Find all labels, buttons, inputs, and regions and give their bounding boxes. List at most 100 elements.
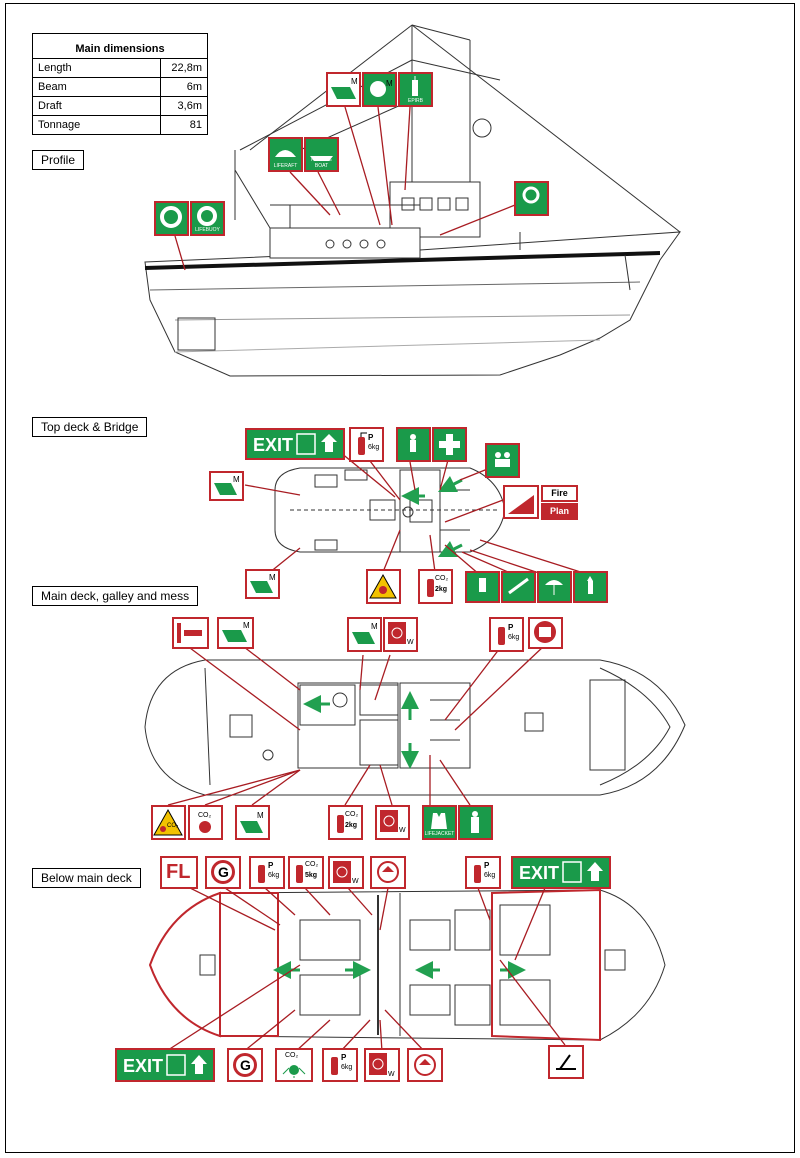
immersion-suit-icon <box>410 434 416 452</box>
muster-station-icon: M <box>250 573 276 593</box>
section-label-below-deck: Below main deck <box>32 868 141 888</box>
lifejacket-sign: LIFEJACKET <box>422 805 457 840</box>
fire-extinguisher-sign: P 6kg <box>349 427 384 462</box>
muster-station-sign: M <box>217 617 254 649</box>
extinguisher-type: P <box>268 861 274 870</box>
assembly-sign <box>485 443 520 478</box>
co2-warning-sign: CO₂ <box>151 805 186 840</box>
fire-pump-icon <box>377 861 399 883</box>
rescue-boat-sign: RESCUE BOAT <box>304 137 339 172</box>
co2-warning-icon: CO₂ <box>153 808 183 836</box>
svg-text:M: M <box>257 811 264 820</box>
co2-label: CO₂ <box>285 1052 299 1059</box>
section-label-main-deck: Main deck, galley and mess <box>32 586 199 606</box>
emergency-hatch-sign <box>548 1045 584 1079</box>
extinguisher-weight: 2kg <box>435 586 448 593</box>
main-dimensions-table: Main dimensions Length 22,8m Beam 6m Dra… <box>32 33 208 135</box>
lifebuoy-light-sign <box>514 181 549 216</box>
dimension-value: 6m <box>160 77 208 97</box>
immersion-suit-sign <box>396 427 431 462</box>
leader-lines <box>164 106 591 1053</box>
hazard-warning-sign <box>366 569 401 604</box>
life-raft-hydrostatic-sign: M <box>362 72 397 107</box>
muster-station-icon: M <box>222 621 250 642</box>
fire-extinguisher-sign: P 6kg <box>322 1048 358 1082</box>
hand-flare-icon <box>587 576 593 594</box>
fire-hose-icon: W <box>333 861 359 885</box>
fire-extinguisher-icon <box>258 865 265 883</box>
svg-text:W: W <box>388 1071 395 1078</box>
fire-extinguisher-sign: P 6kg <box>249 856 285 889</box>
extinguisher-weight: 6kg <box>508 634 520 641</box>
g-label: G <box>240 1057 251 1073</box>
muster-station-icon: M <box>352 622 378 644</box>
muster-station-sign: M <box>235 805 270 840</box>
fire-hose-icon: W <box>388 622 414 646</box>
extinguisher-weight: 6kg <box>268 872 280 879</box>
rescue-boat-label: RESCUE BOAT <box>311 157 332 169</box>
muster-station-sign: M <box>209 471 244 501</box>
warning-triangle-icon <box>369 573 397 599</box>
co2-extinguisher-sign: CO₂ 2kg <box>418 569 453 604</box>
liferaft-label: LIFERAFT <box>273 163 298 169</box>
lifebuoy-icon <box>160 206 182 228</box>
g-circle-icon <box>211 860 235 884</box>
fire-hose-sign: W <box>375 805 410 840</box>
hand-flare-sign <box>573 571 608 603</box>
fire-hose-sign: W <box>364 1048 400 1082</box>
dimension-row-tonnage: Tonnage 81 <box>32 115 208 135</box>
below-deck-drawing <box>149 889 666 1041</box>
dimension-label: Length <box>32 58 161 78</box>
g-sign: G <box>205 856 241 889</box>
running-man-arrow-icon <box>166 1054 207 1076</box>
extinguisher-type: CO₂ <box>435 575 449 582</box>
extinguisher-weight: 6kg <box>341 1064 353 1071</box>
extinguisher-weight: 6kg <box>484 872 496 879</box>
line-throwing-icon <box>508 577 529 595</box>
parachute-icon <box>545 580 563 595</box>
running-man-arrow-icon <box>296 433 337 455</box>
raft-release-icon: M <box>370 79 393 97</box>
lifebuoy-light-icon <box>522 186 540 204</box>
epirb-label: EPIRB <box>407 98 423 104</box>
liferaft-icon <box>275 150 296 157</box>
liferaft-sign: LIFERAFT <box>268 137 303 172</box>
exit-sign: EXIT <box>511 856 611 889</box>
co2-release-sign: CO₂ <box>188 805 223 840</box>
section-label-profile: Profile <box>32 150 85 170</box>
section-label-top-deck: Top deck & Bridge <box>32 417 148 437</box>
fl-sign: FL <box>160 856 198 889</box>
svg-text:CO₂: CO₂ <box>198 812 212 819</box>
fire-extinguisher-sign: P 6kg <box>465 856 501 889</box>
svg-text:M: M <box>233 475 240 484</box>
fire-pump-sign <box>407 1048 443 1082</box>
profile-drawing <box>144 24 682 377</box>
fire-plan-icon <box>508 495 534 514</box>
svg-text:W: W <box>399 827 406 834</box>
fire-hose-icon: W <box>369 1053 395 1078</box>
extinguisher-type: CO₂ <box>305 861 319 868</box>
fire-pump-sign <box>370 856 406 889</box>
fire-damper-sign <box>528 617 563 649</box>
extinguisher-type: P <box>341 1053 347 1062</box>
fire-extinguisher-icon <box>427 579 434 597</box>
lifebuoy-sign: LIFEBUOY <box>190 201 225 236</box>
svg-text:M: M <box>371 622 378 631</box>
fire-extinguisher-icon <box>474 865 481 883</box>
exit-label: EXIT <box>253 435 294 455</box>
svg-text:CO₂: CO₂ <box>167 823 179 829</box>
dimension-row-draft: Draft 3,6m <box>32 96 208 116</box>
assembly-icon <box>495 452 510 467</box>
rescue-boat-icon <box>310 156 333 161</box>
fire-extinguisher-icon <box>498 627 505 645</box>
line-throwing-sign <box>501 571 536 603</box>
survival-craft-radio-sign <box>465 571 500 603</box>
extinguisher-type: CO₂ <box>345 811 359 818</box>
fire-plan-line2: Plan <box>541 503 578 520</box>
parachute-flare-sign <box>537 571 572 603</box>
lifebuoy-sign <box>154 201 189 236</box>
extinguisher-type: P <box>508 623 514 632</box>
g-label: G <box>218 864 229 880</box>
g-circle-icon <box>233 1053 257 1077</box>
